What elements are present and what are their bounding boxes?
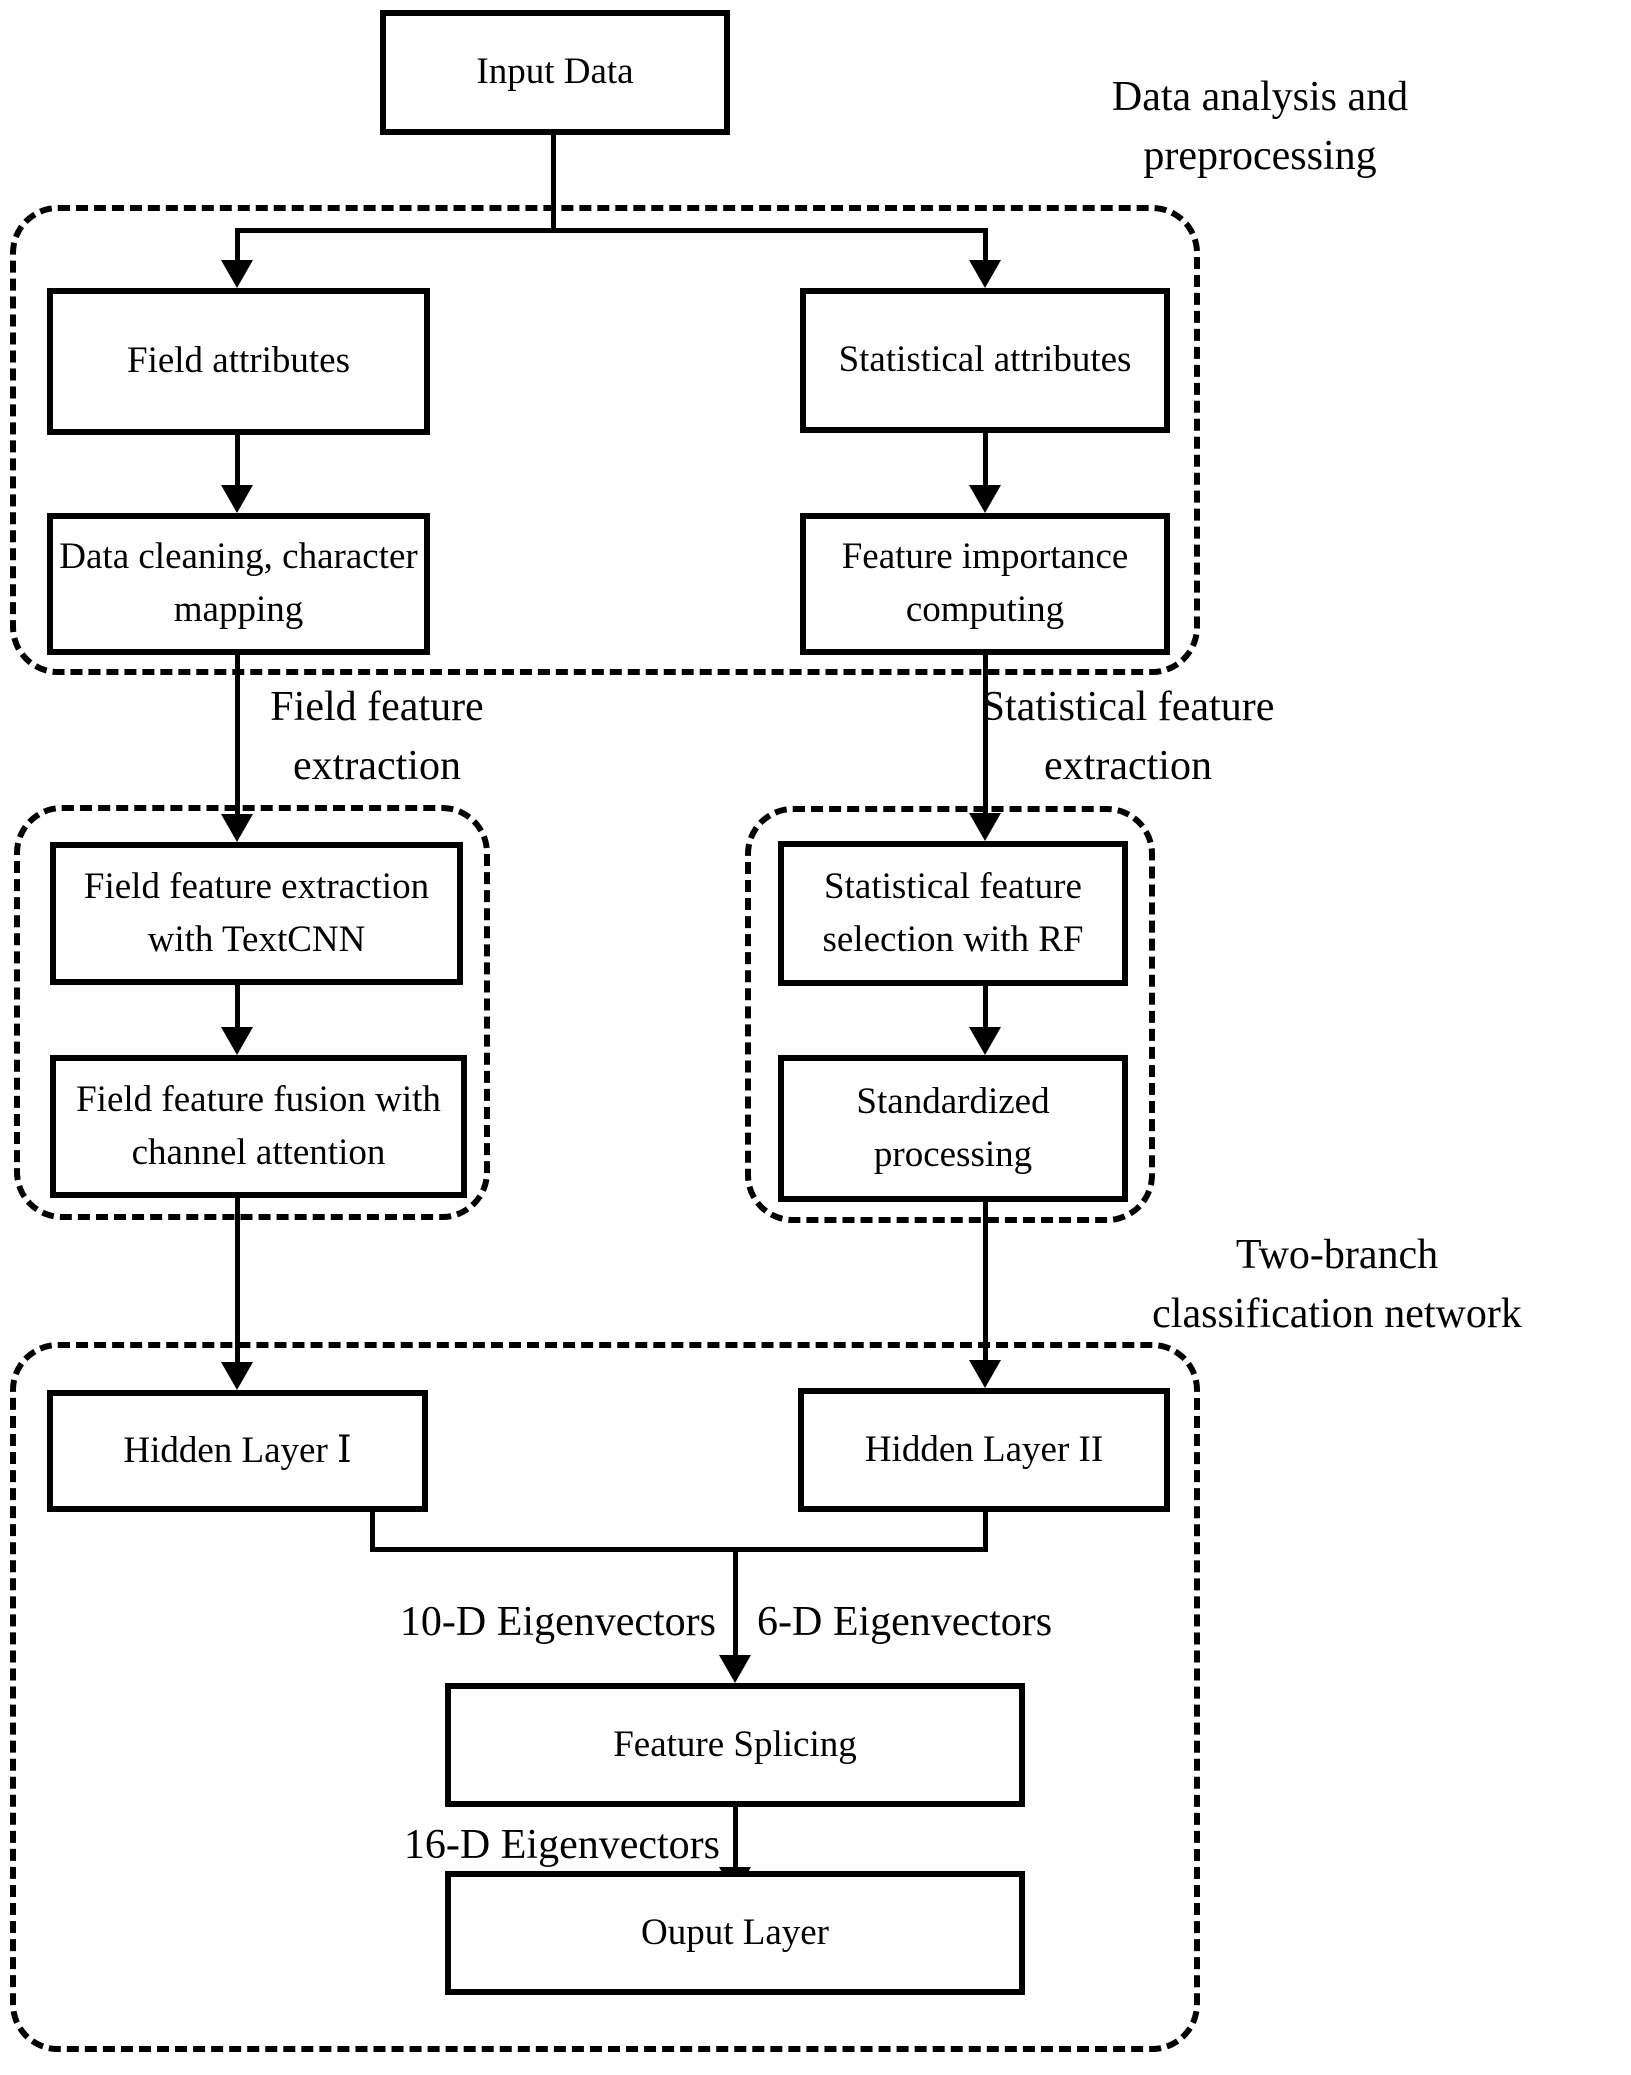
edge-label-10d-eigenvectors: 10-D Eigenvectors [399,1599,716,1645]
node-hidden-layer-2: Hidden Layer II [798,1388,1170,1512]
node-feature-importance: Feature importance computing [800,513,1170,655]
arrowhead-textcnn [221,814,253,842]
edge-cleaning-to-textcnn [235,655,240,818]
node-ouput-layer: Ouput Layer [445,1871,1025,1995]
edge-fieldattr-to-cleaning [235,435,240,489]
container-two-branch-network [10,1342,1200,2052]
edge-branch-to-field-attributes [235,228,240,264]
node-field-attributes: Field attributes [47,288,430,435]
arrowhead-cleaning [221,485,253,513]
edge-splicing-to-ouput [733,1807,738,1869]
arrowhead-field-attributes [221,260,253,288]
stage-label-two-branch: Two-branch classification network [1152,1232,1522,1337]
arrowhead-rf [969,813,1001,841]
edge-branch-to-statistical-attributes [983,228,988,264]
node-data-cleaning: Data cleaning, character mapping [47,513,430,655]
node-statistical-feature-selection: Statistical feature selection with RF [778,841,1128,986]
edge-label-6d-eigenvectors: 6-D Eigenvectors [757,1599,1053,1645]
arrowhead-splicing [719,1655,751,1683]
container-data-analysis [10,205,1200,675]
arrowhead-hidden2 [969,1360,1001,1388]
arrowhead-importance [969,485,1001,513]
edge-hidden1-down [370,1512,375,1552]
node-field-feature-extraction-textcnn: Field feature extraction with TextCNN [50,842,463,985]
arrowhead-fusion [221,1027,253,1055]
edge-merge-to-splicing [733,1547,738,1659]
edge-branch-horizontal [235,228,988,233]
edge-statattr-to-importance [983,433,988,489]
container-field-feature-extraction [14,805,490,1220]
container-statistical-feature-extraction [745,806,1155,1223]
arrowhead-standardized [969,1027,1001,1055]
edge-merge-horizontal [370,1547,988,1552]
edge-hidden2-down [983,1512,988,1552]
stage-label-data-analysis: Data analysis and preprocessing [1111,74,1409,179]
node-standardized-processing: Standardized processing [778,1055,1128,1202]
node-feature-splicing: Feature Splicing [445,1683,1025,1807]
edge-rf-to-standardized [983,986,988,1031]
edge-label-16d-eigenvectors: 16-D Eigenvectors [403,1822,720,1868]
node-statistical-attributes: Statistical attributes [800,288,1170,433]
edge-input-to-branch [551,135,556,233]
edge-standardized-to-hidden2 [983,1202,988,1364]
edge-textcnn-to-fusion [235,985,240,1031]
stage-label-field-feature-extraction: Field feature extraction [270,684,484,789]
arrowhead-statistical-attributes [969,260,1001,288]
arrowhead-hidden1 [221,1362,253,1390]
node-field-feature-fusion: Field feature fusion with channel attent… [50,1055,467,1198]
node-input-data: Input Data [380,10,730,135]
stage-label-statistical-feature-extraction: Statistical feature extraction [981,684,1275,789]
edge-importance-to-rf [983,655,988,817]
edge-fusion-to-hidden1 [235,1198,240,1366]
node-hidden-layer-1: Hidden Layer Ⅰ [47,1390,428,1512]
